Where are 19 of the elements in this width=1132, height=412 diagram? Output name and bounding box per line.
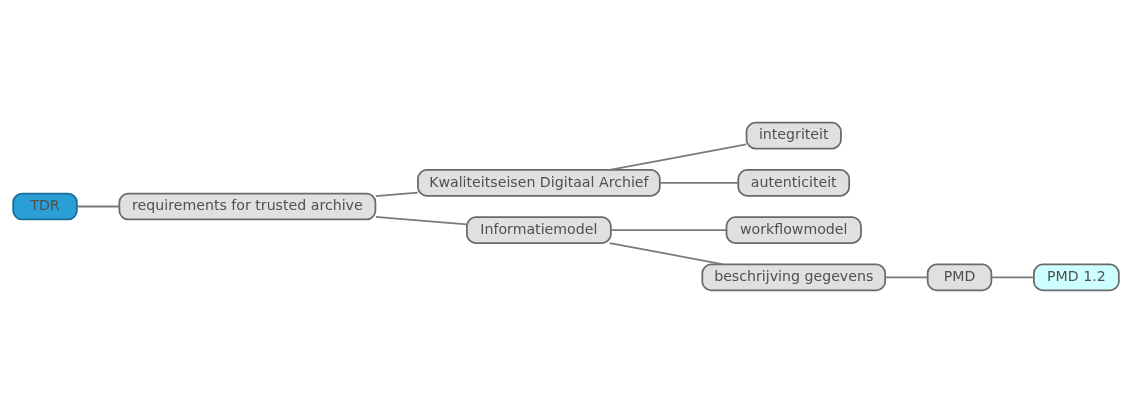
node-box: workflowmodel (725, 215, 862, 244)
node-box: requirements for trusted archive (118, 192, 377, 220)
node-box: PMD (926, 262, 993, 291)
connector (374, 191, 419, 197)
node-box: TDR (12, 192, 78, 220)
connector (608, 142, 748, 171)
connector (374, 215, 468, 225)
node-box: beschrijving gegevens (701, 262, 887, 291)
node-box: Informatiemodel (466, 215, 612, 244)
connector (659, 181, 739, 184)
connector (884, 275, 929, 278)
connector (608, 241, 724, 265)
node-box: autenticiteit (737, 168, 851, 197)
node-box: integriteit (745, 121, 842, 150)
connector (610, 228, 728, 231)
node-box: Kwaliteitseisen Digitaal Archief (417, 168, 661, 197)
node-box: PMD 1.2 (1033, 262, 1120, 291)
connector (76, 205, 120, 207)
connector (990, 275, 1035, 278)
